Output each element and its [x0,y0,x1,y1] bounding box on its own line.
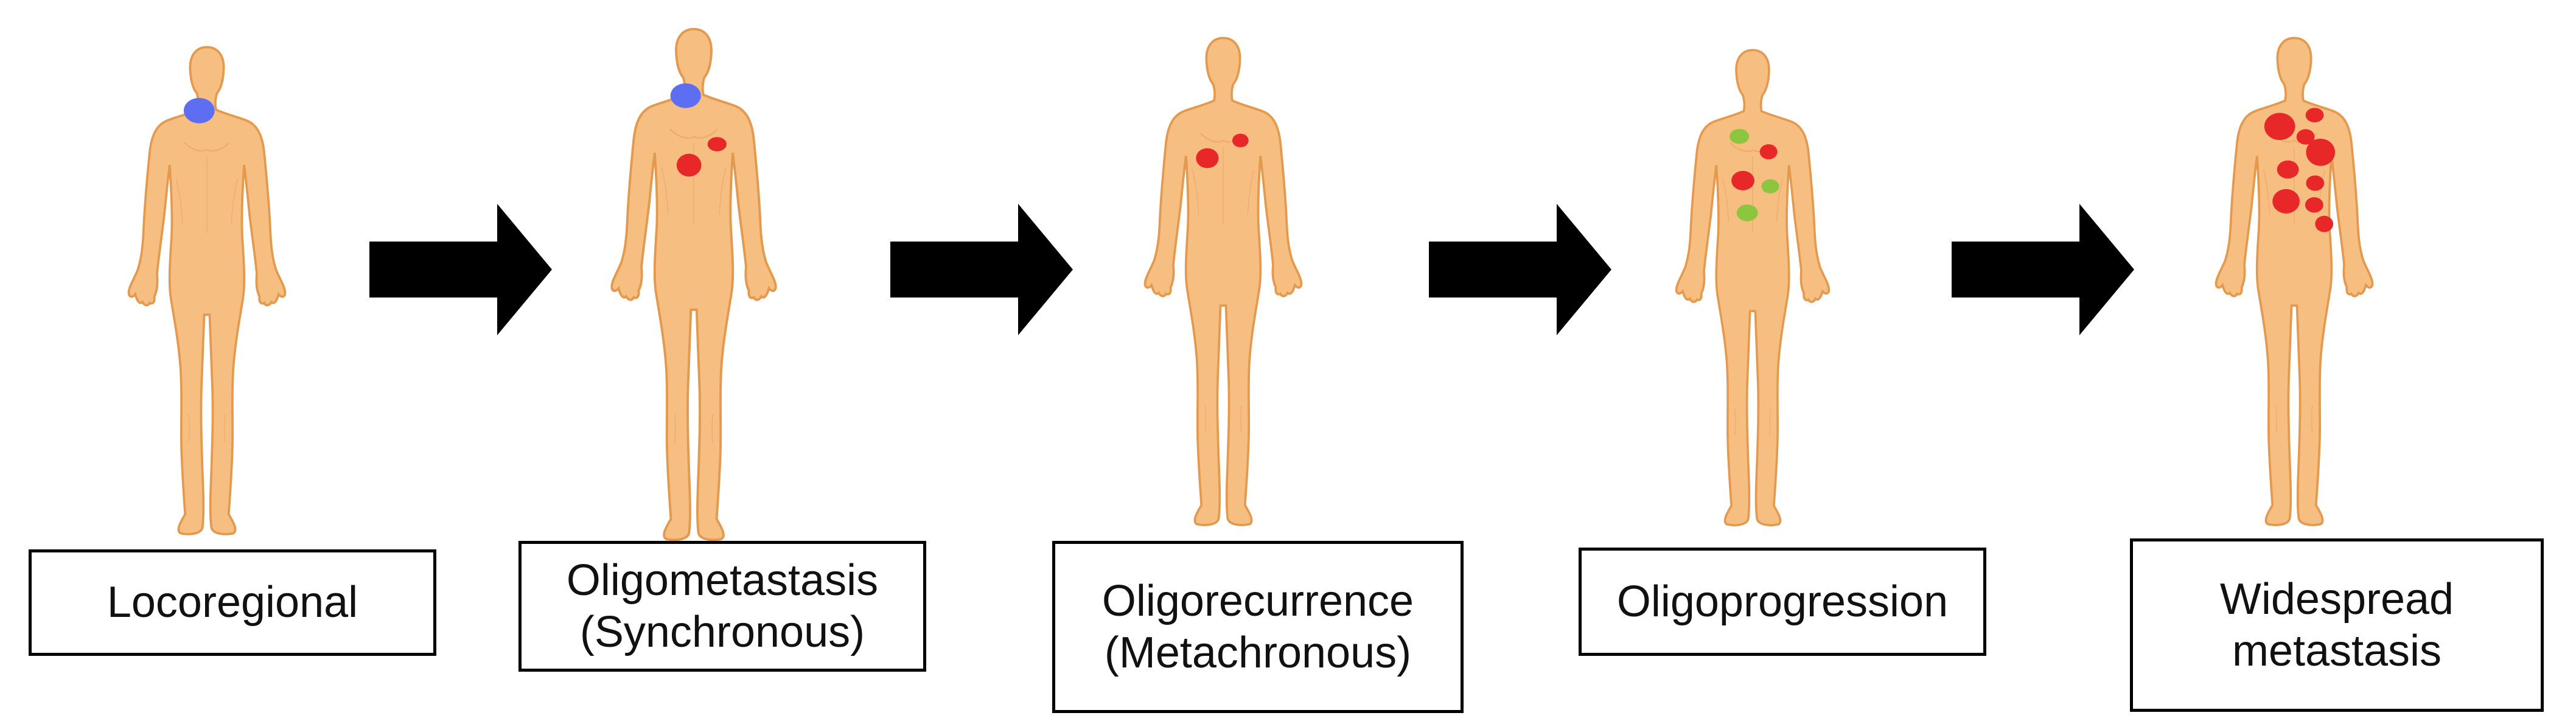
metastasis-lesion [2296,129,2315,145]
metastasis-lesion [2272,189,2300,214]
metastasis-lesion [2306,138,2336,166]
stage-label-locoregional: Locoregional [29,549,436,656]
label-line: Locoregional [106,578,358,627]
metastasis-lesion [2264,113,2295,141]
primary-tumor-lesion [670,83,701,108]
label-line: Oligoprogression [1616,577,1949,626]
human-figure [610,27,777,541]
stage-label-oligometastasis: Oligometastasis (Synchronous) [518,541,926,672]
label-line: (Metachronous) [1104,628,1412,677]
human-figure [2215,37,2374,526]
progression-arrow [1429,204,1611,335]
metastasis-lesion [2277,160,2299,179]
label-line: Widespread [2219,574,2454,624]
label-line: Oligorecurrence [1101,576,1414,625]
metastasis-lesion [707,137,727,151]
stage-label-oligoprogression: Oligoprogression [1579,548,1986,656]
stage-locoregional [61,18,353,541]
label-line: (Synchronous) [579,607,865,656]
stage-oligometastasis [548,12,840,548]
metastasis-lesion [676,153,702,177]
label-line: Oligometastasis [566,555,879,605]
metastasis-lesion [2305,197,2323,213]
label-line: metastasis [2232,626,2442,675]
progression-arrow [890,204,1073,335]
stable-lesion [1730,128,1750,144]
human-figure [127,46,287,535]
metastasis-lesion [2306,175,2325,191]
primary-tumor-lesion [183,97,215,124]
stable-lesion [1736,204,1758,221]
metastasis-lesion [2305,108,2324,123]
stage-oligorecurrence [1077,9,1369,532]
metastasis-lesion [1196,148,1219,169]
stage-widespread [2148,15,2440,532]
metastasis-lesion [1731,170,1754,190]
progression-arrow [1952,204,2134,335]
metastasis-lesion [2315,215,2334,232]
human-figure [1143,37,1303,526]
stage-oligoprogression [1607,21,1899,532]
human-figure [1675,49,1831,527]
metastasis-lesion [1232,133,1249,148]
metastasis-lesion [1759,144,1778,159]
stable-lesion [1761,179,1779,193]
progression-arrow [369,204,552,335]
stage-label-oligorecurrence: Oligorecurrence (Metachronous) [1052,541,1464,713]
stage-label-widespread: Widespread metastasis [2130,538,2544,712]
